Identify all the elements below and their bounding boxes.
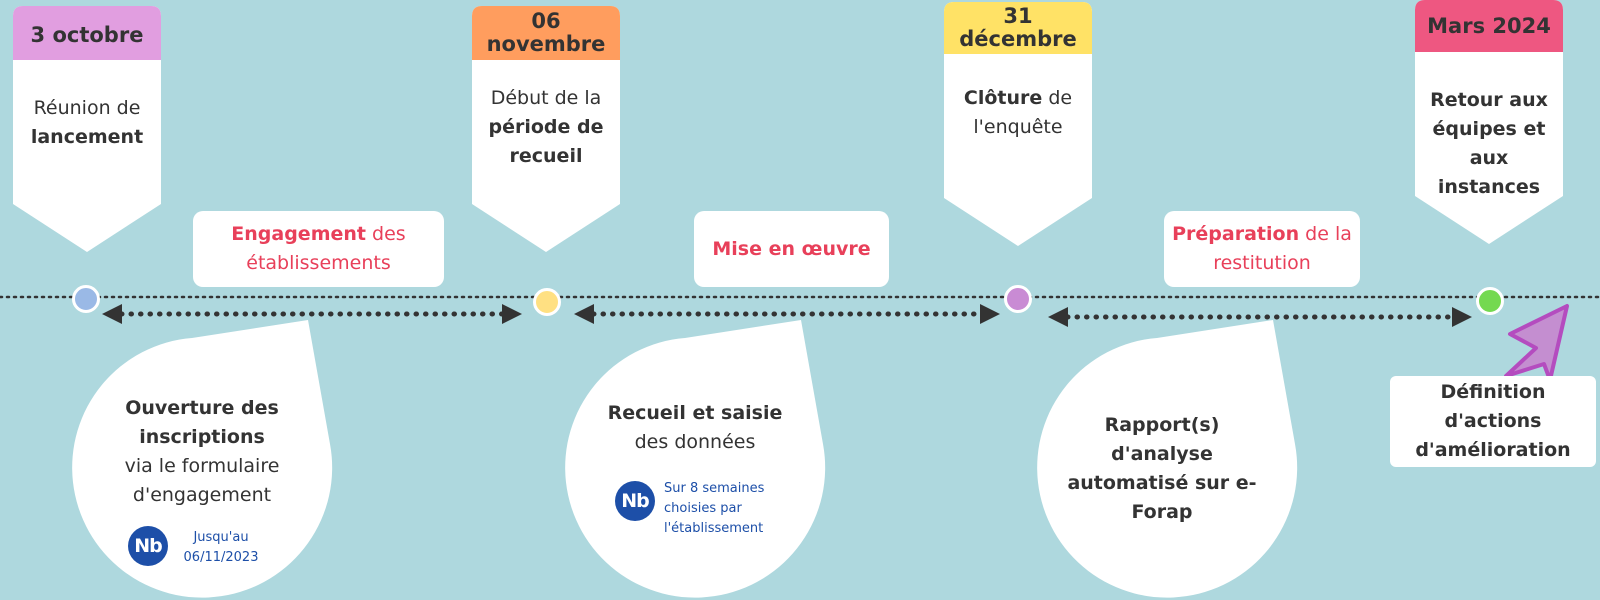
milestone-description: Clôture de l'enquête: [963, 87, 1073, 138]
milestone-flag-shape: [1415, 0, 1563, 244]
timeline-dot-31-decembre: [1004, 285, 1032, 313]
note-8-semaines: Sur 8 semaines choisies par l'établissem…: [664, 481, 765, 536]
milestone-06-novembre: 06 novembre Début de la période de recue…: [472, 6, 620, 256]
milestone-flag-shape: [472, 6, 620, 252]
note-jusquau: Jusqu'au 06/11/2023: [183, 530, 259, 565]
phase-label-engagement: Engagement des établissements: [193, 211, 444, 287]
milestone-description: Début de la période de recueil: [488, 87, 604, 167]
step-bubble-rapport: [1037, 320, 1298, 598]
milestone-date: 31 décembre: [959, 4, 1077, 51]
step-text-rapport: Rapport(s) d'analyse automatisé sur e-Fo…: [1067, 414, 1257, 523]
nb-badge: Nb: [615, 481, 655, 521]
phase-label-mise-en-oeuvre: Mise en œuvre: [694, 211, 889, 287]
milestone-date: 06 novembre: [486, 9, 606, 56]
timeline-dot-mars-2024: [1476, 287, 1504, 315]
step-bubble-recueil: [565, 320, 826, 598]
pointer-arrow-icon: [1504, 304, 1569, 382]
final-step-box: Définition d'actions d'amélioration: [1390, 376, 1596, 467]
timeline-dot-3-octobre: [72, 285, 100, 313]
step-text-recueil: Recueil et saisie des données: [607, 402, 783, 453]
milestone-31-decembre: 31 décembre Clôture de l'enquête: [944, 2, 1092, 252]
milestone-flag-shape: [13, 6, 161, 252]
milestone-flag-shape: [944, 2, 1092, 246]
milestone-description: Retour aux équipes et aux instances: [1430, 89, 1548, 198]
milestone-mars-2024: Mars 2024 Retour aux équipes et aux inst…: [1415, 0, 1563, 250]
milestone-date: 3 octobre: [30, 22, 144, 47]
milestone-description: Réunion de lancement: [30, 97, 144, 148]
timeline-dot-06-novembre: [533, 288, 561, 316]
milestone-date: Mars 2024: [1427, 13, 1551, 38]
step-text-inscriptions: Ouverture des inscriptions via le formul…: [124, 397, 280, 506]
nb-badge: Nb: [128, 526, 168, 566]
milestone-3-octobre: 3 octobre Réunion de lancement: [13, 6, 161, 256]
phase-label-preparation: Préparation de la restitution: [1164, 211, 1360, 287]
